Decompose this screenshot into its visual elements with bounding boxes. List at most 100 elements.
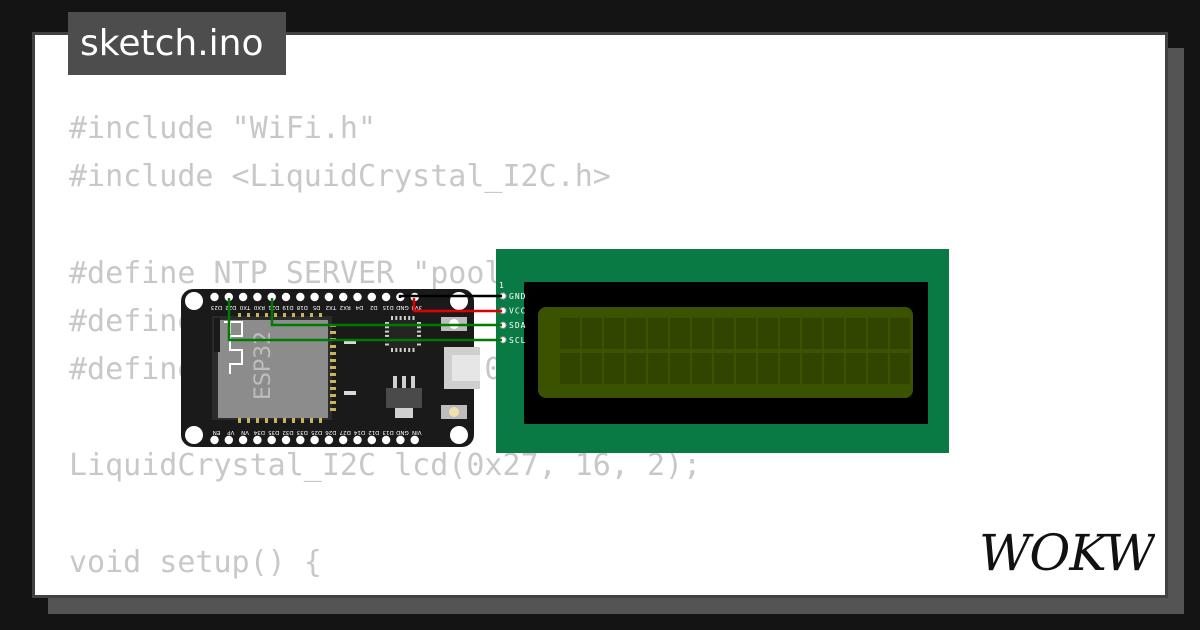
wire-gnd[interactable]: [398, 294, 502, 298]
castellation-pad: [301, 418, 304, 423]
lcd-char-cell: [714, 318, 734, 349]
chip-pin: [391, 348, 393, 352]
esp32-pin[interactable]: [339, 292, 348, 302]
chip-pin: [391, 316, 393, 320]
wire-scl[interactable]: [227, 298, 502, 342]
lcd-char-cell: [582, 318, 602, 349]
castellation-pad: [274, 313, 277, 317]
esp32-pin-label: D27: [339, 429, 351, 435]
esp32-pin[interactable]: [324, 292, 334, 302]
castellation-pad: [265, 418, 268, 423]
code-line: void setup() {: [69, 544, 322, 580]
lcd-char-cell: [626, 318, 646, 349]
lcd-char-cell: [846, 318, 866, 349]
chip-pin: [417, 322, 421, 324]
esp32-pin[interactable]: [296, 435, 305, 445]
lcd-char-cell: [758, 318, 778, 349]
esp32-pin-label: EN: [213, 429, 221, 435]
esp32-pin-label: D22: [225, 304, 236, 310]
lcd-char-cell: [802, 318, 822, 349]
castellation-pad: [330, 345, 336, 348]
esp32-pin-label: VIN: [412, 429, 422, 435]
chip-pin: [412, 316, 415, 320]
esp32-pin-label: TX2: [326, 304, 338, 310]
esp32-pin[interactable]: [281, 292, 291, 302]
esp32-pin-label: D26: [325, 429, 337, 435]
lcd-pin-label: VCC: [509, 307, 526, 316]
lcd-char-cell: [868, 318, 888, 349]
lcd-char-cell: [560, 353, 580, 384]
esp32-pin[interactable]: [396, 435, 405, 445]
chip-pin: [412, 348, 415, 352]
usb-socket: [452, 355, 480, 381]
esp32-pin-label: D2: [370, 304, 378, 310]
esp32-pin[interactable]: [410, 435, 419, 445]
regulator-tab: [395, 408, 413, 418]
castellation-pad: [265, 313, 268, 317]
esp32-pin[interactable]: [210, 292, 219, 302]
castellation-pad: [330, 373, 336, 376]
lcd-char-cell: [604, 318, 624, 349]
castellation-pad: [330, 408, 336, 411]
lcd-char-cell: [560, 318, 580, 349]
esp32-pin[interactable]: [238, 435, 248, 445]
esp32-pin[interactable]: [296, 292, 305, 302]
esp32-pin-label: RX0: [253, 304, 265, 310]
esp32-pin[interactable]: [210, 435, 219, 445]
esp32-pin[interactable]: [267, 292, 276, 302]
esp32-pin[interactable]: [324, 435, 334, 445]
esp32-pin-label: GND: [396, 304, 409, 310]
esp32-pin[interactable]: [281, 435, 291, 445]
mounting-hole: [450, 292, 468, 310]
esp32-pin[interactable]: [253, 435, 262, 445]
esp32-pin-label: D12: [368, 429, 379, 435]
esp32-pin[interactable]: [224, 292, 233, 302]
esp32-pin-label: VP: [227, 429, 235, 435]
esp32-pin[interactable]: [381, 292, 391, 302]
lcd-char-cell: [714, 353, 734, 384]
lcd-char-cell: [868, 353, 888, 384]
lcd-char-cell: [780, 318, 800, 349]
lcd-char-cell: [648, 353, 668, 384]
esp32-pin-label: GND: [396, 429, 409, 435]
wokwi-logo-text: WOKWi: [979, 524, 1155, 582]
esp32-pin-label: D33: [296, 429, 308, 435]
lcd-char-cell: [604, 353, 624, 384]
esp32-pin[interactable]: [367, 292, 376, 302]
esp32-pin[interactable]: [353, 292, 362, 302]
esp32-pin[interactable]: [339, 435, 348, 445]
usb-uart-chip: [385, 316, 421, 352]
lcd-char-cell: [692, 353, 712, 384]
wire-vcc[interactable]: [412, 298, 502, 313]
esp32-pin-label: D14: [353, 429, 365, 435]
chip-pin: [399, 316, 402, 320]
reset-button[interactable]: [441, 405, 467, 419]
chip-pin: [417, 343, 421, 346]
wire-sda[interactable]: [270, 298, 502, 327]
esp32-pin[interactable]: [238, 292, 248, 302]
lcd-char-cell: [802, 353, 822, 384]
code-preview: #include "WiFi.h"#include <LiquidCrystal…: [69, 105, 702, 595]
esp32-pin[interactable]: [224, 435, 233, 445]
esp32-pin[interactable]: [267, 435, 276, 445]
code-line: LiquidCrystal_I2C lcd(0x27, 16, 2);: [69, 448, 702, 484]
esp32-pin-label: D18: [296, 304, 308, 310]
esp32-pin[interactable]: [367, 435, 376, 445]
esp32-pin-label: D19: [282, 304, 294, 310]
chip-pin: [385, 330, 389, 333]
esp32-pin-label: 3V3: [411, 304, 422, 310]
chip-pin: [395, 316, 398, 320]
lcd-char-cell: [692, 318, 712, 349]
esp32-pin[interactable]: [253, 292, 262, 302]
smd-component: [344, 340, 356, 344]
castellation-pad: [310, 313, 313, 317]
esp32-pin[interactable]: [381, 435, 391, 445]
esp32-pin[interactable]: [310, 292, 319, 302]
castellation-pad: [330, 352, 336, 355]
lcd-char-cell: [890, 353, 910, 384]
esp32-pin[interactable]: [353, 435, 362, 445]
esp32-pin[interactable]: [310, 435, 319, 445]
file-tab[interactable]: sketch.ino: [68, 12, 286, 75]
